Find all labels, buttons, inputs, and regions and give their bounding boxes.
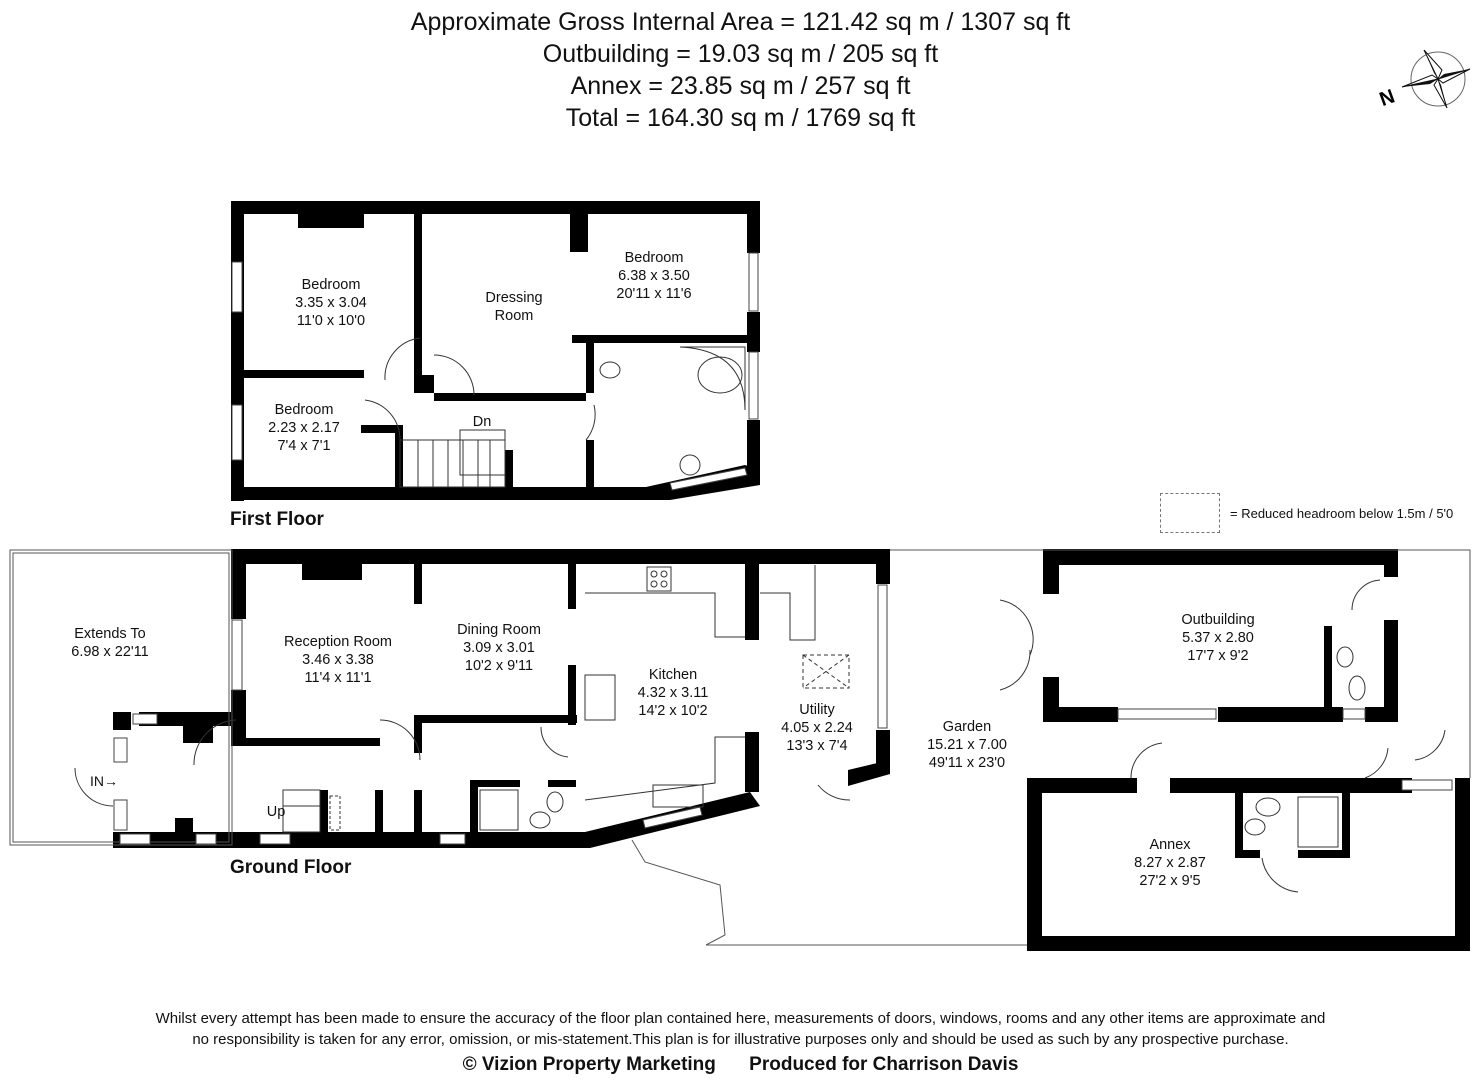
entrance-marker: IN→	[90, 773, 118, 789]
stairs-up-label: Up	[266, 804, 286, 820]
utility: Utility 4.05 x 2.24 13'3 x 7'4	[781, 702, 853, 754]
first-floor-bedroom-small: Bedroom 2.23 x 2.17 7'4 x 7'1	[268, 402, 340, 454]
produced-for: Produced for Charrison Davis	[749, 1054, 1019, 1075]
extension-area: Extends To 6.98 x 22'11	[71, 626, 149, 660]
reception-room: Reception Room 3.46 x 3.38 11'4 x 11'1	[284, 634, 392, 686]
legend-text: = Reduced headroom below 1.5m / 5'0	[1230, 505, 1454, 521]
reduced-headroom-swatch	[1160, 493, 1220, 533]
legend: = Reduced headroom below 1.5m / 5'0	[1160, 493, 1453, 533]
area-summary: Approximate Gross Internal Area = 121.42…	[0, 6, 1481, 134]
ground-floor-title: Ground Floor	[230, 857, 352, 878]
copyright: © Vizion Property Marketing	[462, 1054, 716, 1075]
entrance-label: IN	[90, 773, 104, 789]
outbuilding: Outbuilding 5.37 x 2.80 17'7 x 9'2	[1181, 612, 1255, 664]
disclaimer-line-1: Whilst every attempt has been made to en…	[155, 1010, 1326, 1027]
dressing-room: Dressing Room	[485, 290, 543, 324]
annex: Annex 8.27 x 2.87 27'2 x 9'5	[1134, 837, 1206, 889]
outbuilding-area: Outbuilding = 19.03 sq m / 205 sq ft	[542, 40, 939, 68]
first-floor-bedroom-1: Bedroom 3.35 x 3.04 11'0 x 10'0	[295, 277, 367, 329]
stairs-down-label: Dn	[472, 414, 492, 430]
dining-room: Dining Room 3.09 x 3.01 10'2 x 9'11	[457, 622, 541, 674]
kitchen: Kitchen 4.32 x 3.11 14'2 x 10'2	[637, 667, 709, 719]
gross-internal-area: Approximate Gross Internal Area = 121.42…	[410, 8, 1071, 36]
compass-rose-icon: N	[1377, 49, 1471, 111]
annex-area: Annex = 23.85 sq m / 257 sq ft	[570, 72, 911, 100]
disclaimer-line-2: no responsibility is taken for any error…	[192, 1031, 1289, 1048]
arrow-right-icon: →	[104, 773, 118, 789]
footer: Whilst every attempt has been made to en…	[0, 1008, 1481, 1079]
first-floor-bedroom-main: Bedroom 6.38 x 3.50 20'11 x 11'6	[616, 250, 692, 302]
north-label: N	[1377, 85, 1398, 111]
credits: © Vizion Property Marketing Produced for…	[0, 1051, 1481, 1079]
total-area: Total = 164.30 sq m / 1769 sq ft	[565, 104, 916, 132]
garden: Garden 15.21 x 7.00 49'11 x 23'0	[927, 719, 1007, 771]
first-floor-title: First Floor	[230, 509, 324, 530]
